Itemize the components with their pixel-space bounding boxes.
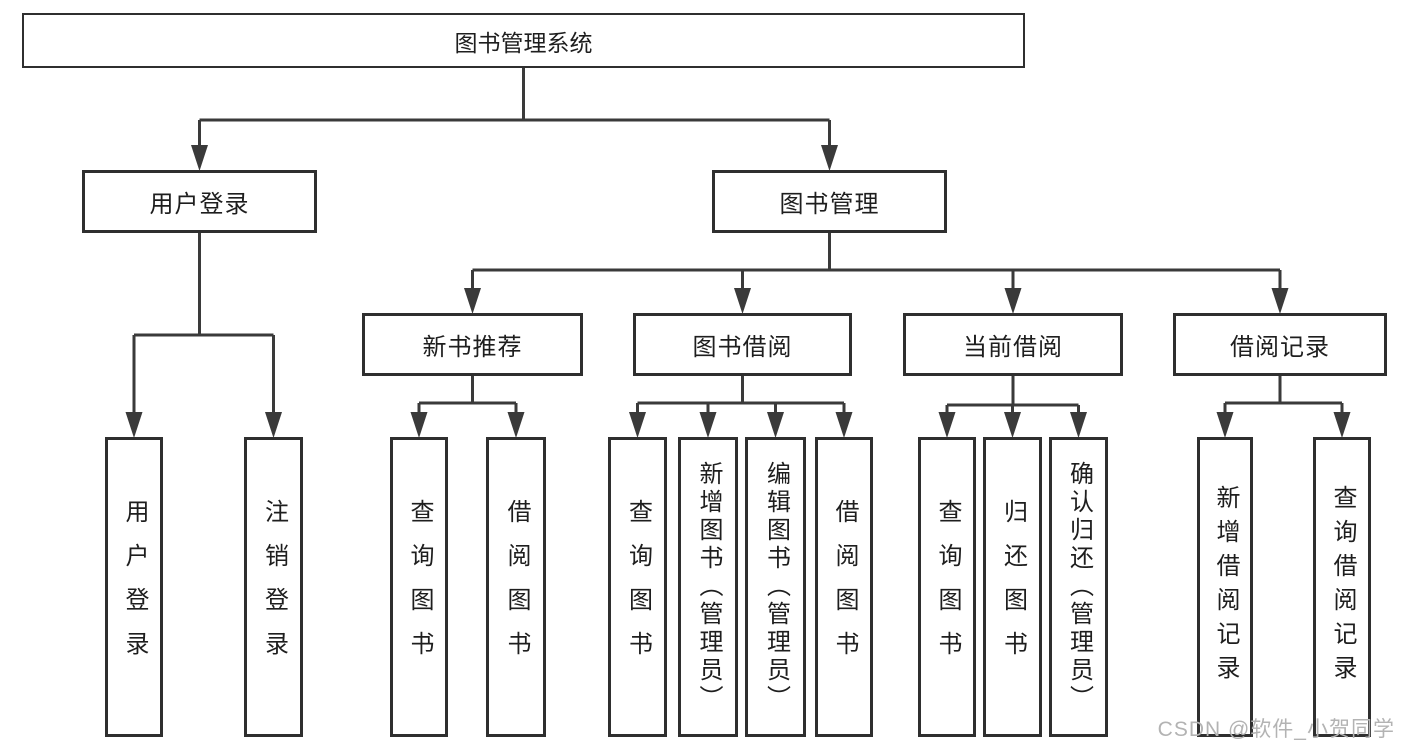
connector-management-to-level2 (464, 233, 1289, 314)
connector-login-to-leaves (125, 233, 282, 438)
connector-recommend-to-leaves (410, 376, 525, 438)
node-book-management: 图书管理 (712, 170, 947, 233)
leaf-return-books: 归还图书 (983, 437, 1042, 737)
node-borrow-records: 借阅记录 (1173, 313, 1387, 376)
leaf-logout: 注销登录 (244, 437, 303, 737)
node-label: 图书借阅 (692, 334, 793, 361)
node-new-book-recommend: 新书推荐 (362, 313, 583, 376)
node-label: 当前借阅 (963, 334, 1063, 361)
node-user-login: 用户登录 (82, 170, 317, 233)
node-label: 用户登录 (149, 191, 250, 218)
leaf-query-borrow-record: 查询借阅记录 (1313, 437, 1371, 737)
leaf-confirm-return-admin: 确认归还（管理员） (1049, 437, 1108, 737)
node-current-borrow: 当前借阅 (903, 313, 1123, 376)
node-label: 查询借阅记录 (1329, 485, 1356, 689)
node-label: 确认归还（管理员） (1065, 461, 1093, 713)
node-label: 归还图书 (999, 499, 1027, 675)
node-label: 图书管理 (779, 191, 880, 218)
node-label: 新增借阅记录 (1212, 485, 1239, 689)
node-label: 编辑图书（管理员） (762, 461, 790, 713)
csdn-watermark: CSDN @软件_小贺同学 (1157, 718, 1395, 741)
node-label: 借阅记录 (1230, 334, 1330, 361)
node-label: 查询图书 (624, 499, 652, 675)
node-label: 查询图书 (406, 499, 433, 675)
node-book-borrow: 图书借阅 (633, 313, 852, 376)
node-library-management-system: 图书管理系统 (22, 13, 1025, 68)
connector-records-to-leaves (1216, 376, 1351, 438)
leaf-user-login: 用户登录 (105, 437, 163, 737)
leaf-borrow-books-recommend: 借阅图书 (486, 437, 546, 737)
connector-current-to-leaves (938, 376, 1087, 438)
connector-borrow-to-leaves (629, 376, 853, 438)
node-label: 借阅图书 (503, 499, 530, 675)
leaf-query-books-recommend: 查询图书 (390, 437, 448, 737)
node-label: 注销登录 (260, 499, 288, 675)
node-label: 查询图书 (934, 499, 961, 675)
leaf-query-books-current: 查询图书 (918, 437, 976, 737)
node-label: 用户登录 (121, 499, 148, 675)
leaf-query-books-borrow: 查询图书 (608, 437, 667, 737)
leaf-add-borrow-record: 新增借阅记录 (1197, 437, 1253, 737)
connector-root-to-level1 (191, 68, 838, 171)
leaf-edit-books-admin: 编辑图书（管理员） (745, 437, 806, 737)
node-label: 新书推荐 (422, 334, 523, 361)
node-label: 图书管理系统 (454, 29, 593, 56)
node-label: 借阅图书 (831, 499, 858, 675)
leaf-add-books-admin: 新增图书（管理员） (678, 437, 738, 737)
node-label: 新增图书（管理员） (695, 461, 722, 713)
leaf-borrow-books: 借阅图书 (815, 437, 873, 737)
